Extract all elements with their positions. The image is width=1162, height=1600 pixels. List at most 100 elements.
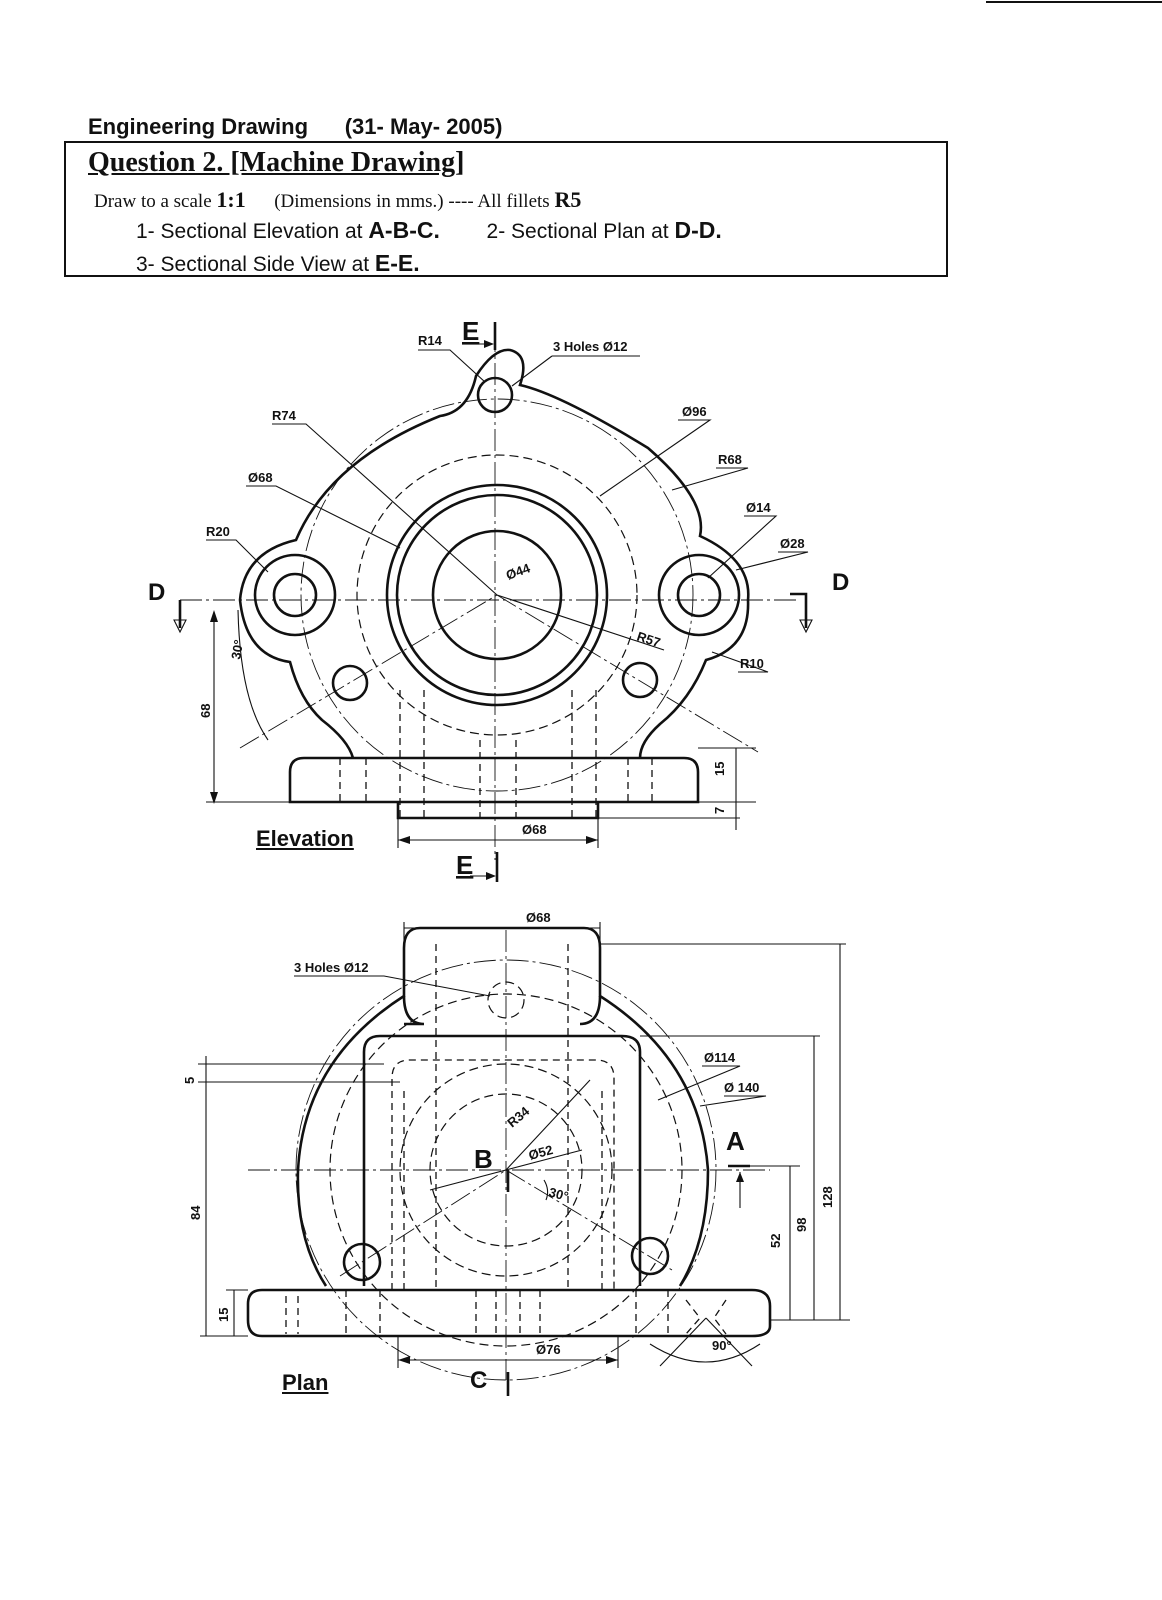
dim-plan-d68: Ø68 bbox=[526, 910, 551, 925]
dim-r68: R68 bbox=[718, 452, 742, 467]
question-box: Question 2. [Machine Drawing] Draw to a … bbox=[64, 141, 948, 277]
dim-d28: Ø28 bbox=[780, 536, 805, 551]
plan-30deg-right bbox=[505, 1169, 673, 1271]
plan-90-arc bbox=[649, 1343, 761, 1363]
fillet-value: R5 bbox=[554, 187, 582, 212]
dim-plan-angle30: 30° bbox=[547, 1184, 570, 1204]
tasks-line-2: 3- Sectional Side View at E-E. bbox=[136, 250, 420, 277]
elevation-spigot bbox=[396, 802, 600, 820]
plan-d52-leader bbox=[429, 1149, 583, 1191]
dim-plan-r34: R34 bbox=[504, 1103, 533, 1130]
section-a-letter: A bbox=[726, 1126, 745, 1156]
task2-text: 2- Sectional Plan at bbox=[439, 220, 675, 243]
section-d-right-mark bbox=[790, 592, 808, 628]
task2-section: D-D. bbox=[674, 217, 722, 243]
plan-outer-profile bbox=[296, 926, 710, 1287]
task1-section: A-B-C. bbox=[368, 217, 440, 243]
dim-d68-bottom: Ø68 bbox=[522, 822, 547, 837]
dim-plan-d52: Ø52 bbox=[527, 1142, 555, 1163]
dim-plan-h128: 128 bbox=[820, 1186, 835, 1208]
dim-plan-angle90: 90° bbox=[712, 1338, 732, 1353]
dim-r14: R14 bbox=[418, 333, 443, 348]
task3-section: E-E. bbox=[374, 250, 420, 276]
exam-header: Engineering Drawing (31- May- 2005) bbox=[88, 114, 502, 140]
dim-plan-holes: 3 Holes Ø12 bbox=[294, 960, 368, 975]
task3-text: 3- Sectional Side View at bbox=[136, 253, 375, 276]
section-e-bottom-arrowhead bbox=[486, 872, 496, 880]
bore-circle bbox=[431, 529, 563, 661]
plan-label: Plan bbox=[282, 1370, 329, 1395]
arrow-plan-d76-right bbox=[606, 1356, 618, 1364]
plan-r34-leader bbox=[505, 1079, 591, 1171]
plan-leaders bbox=[294, 975, 767, 1107]
dim-r57: R57 bbox=[635, 629, 662, 651]
dim-r74: R74 bbox=[272, 408, 297, 423]
section-e-top-letter: E bbox=[462, 316, 479, 346]
tasks-line-1: 1- Sectional Elevation at A-B-C. 2- Sect… bbox=[136, 217, 722, 244]
task1-text: 1- Sectional Elevation at bbox=[136, 220, 369, 243]
plan-neck bbox=[402, 995, 602, 1026]
plan-hole-left bbox=[342, 1242, 382, 1282]
elevation-view: D D E E R14 3 Holes Ø12 R74 Ø96 R68 bbox=[148, 316, 849, 882]
plan-view: B A C Ø68 3 Holes Ø12 Ø114 Ø 140 R34 Ø52… bbox=[182, 910, 850, 1396]
section-e-bottom-letter: E bbox=[456, 850, 473, 880]
section-d-right-arrow bbox=[799, 619, 813, 634]
scale-note: (Dimensions in mms.) ---- All fillets bbox=[245, 191, 555, 212]
scale-prefix: Draw to a scale bbox=[94, 191, 217, 212]
elevation-leaders bbox=[206, 349, 809, 673]
dim-h7-elev: 7 bbox=[712, 807, 727, 814]
dim-plan-h84: 84 bbox=[188, 1205, 203, 1220]
dim-d14: Ø14 bbox=[746, 500, 771, 515]
arrow-68-bottom bbox=[210, 792, 218, 804]
elev-30deg-line-left bbox=[239, 594, 498, 749]
arrow-d68-right bbox=[586, 836, 598, 844]
arrow-d68-left bbox=[398, 836, 410, 844]
right-lug-hole bbox=[676, 572, 722, 618]
boss-outer-circle bbox=[385, 483, 609, 707]
dim-r20: R20 bbox=[206, 524, 230, 539]
scale-instruction: Draw to a scale 1:1 (Dimensions in mms.)… bbox=[94, 187, 581, 213]
plan-base bbox=[246, 1288, 772, 1338]
dim-r10: R10 bbox=[740, 656, 764, 671]
angle-arc-30 bbox=[237, 609, 269, 741]
dim-h68: 68 bbox=[198, 704, 213, 718]
dim-d68-top: Ø68 bbox=[248, 470, 273, 485]
dim-plan-d140: Ø 140 bbox=[724, 1080, 759, 1095]
lower-right-hole bbox=[621, 661, 659, 699]
subject-label: Engineering Drawing bbox=[88, 114, 309, 139]
dim-d44: Ø44 bbox=[504, 560, 533, 583]
dim-holes-elev: 3 Holes Ø12 bbox=[553, 339, 627, 354]
section-b-letter: B bbox=[474, 1144, 493, 1174]
boss-ring-circle bbox=[395, 493, 599, 697]
section-a-arrowhead bbox=[736, 1172, 744, 1182]
plan-90-leg-right bbox=[705, 1317, 753, 1367]
elevation-base bbox=[288, 756, 700, 804]
dim-h15-elev: 15 bbox=[712, 762, 727, 776]
question-title: Question 2. [Machine Drawing] bbox=[88, 147, 465, 178]
left-lug-boss bbox=[253, 553, 337, 637]
section-d-left-letter: D bbox=[148, 579, 165, 606]
dim-plan-h52: 52 bbox=[768, 1234, 783, 1248]
dim-angle30-elev: 30° bbox=[228, 639, 246, 661]
lower-left-hole bbox=[331, 664, 369, 702]
plan-hole-right bbox=[630, 1236, 670, 1276]
scale-value: 1:1 bbox=[216, 187, 246, 212]
pitch-circle bbox=[300, 398, 694, 792]
section-d-left-arrow bbox=[173, 619, 187, 634]
dim-plan-h15: 15 bbox=[216, 1308, 231, 1322]
arrow-68-top bbox=[210, 610, 218, 622]
dim-plan-h98: 98 bbox=[794, 1218, 809, 1232]
section-d-right-letter: D bbox=[832, 569, 849, 596]
section-c-letter: C bbox=[470, 1367, 487, 1394]
arrow-plan-d76-left bbox=[398, 1356, 410, 1364]
plan-angle-arc-30 bbox=[543, 1179, 549, 1201]
plan-90-leg-left bbox=[659, 1317, 707, 1367]
dim-d96: Ø96 bbox=[682, 404, 707, 419]
section-e-top-arrowhead bbox=[484, 340, 494, 348]
elev-30deg-line-right bbox=[496, 594, 759, 753]
dim-plan-h5: 5 bbox=[182, 1077, 197, 1084]
plan-inner-body bbox=[362, 1034, 642, 1286]
exam-date: (31- May- 2005) bbox=[344, 114, 503, 139]
elevation-outer-profile bbox=[238, 348, 750, 759]
